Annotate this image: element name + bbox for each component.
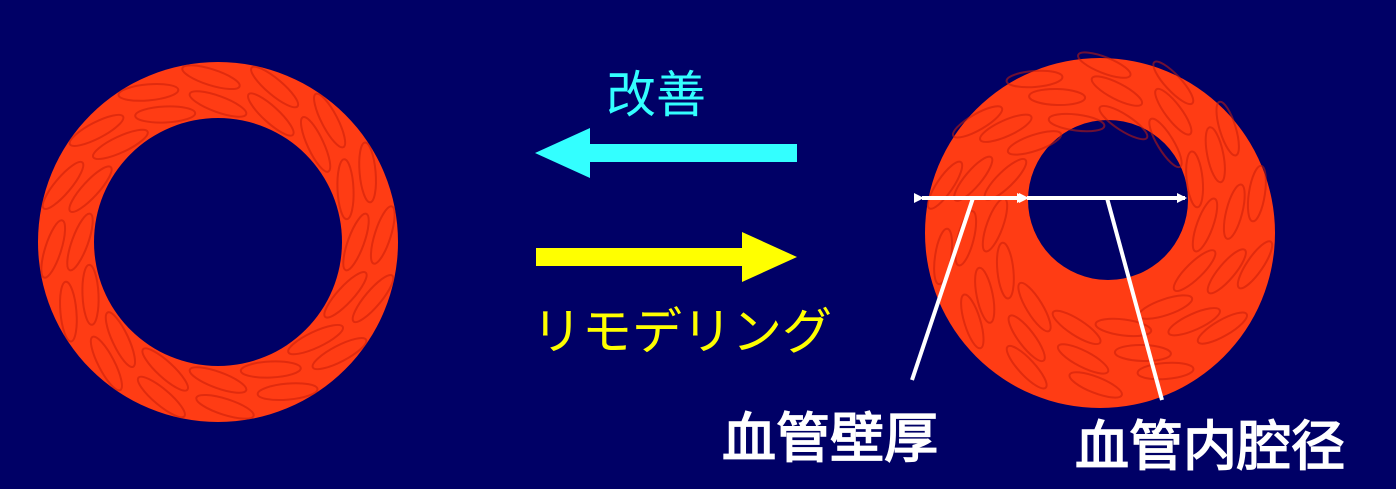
- remodeling-label: リモデリング: [532, 303, 832, 361]
- smooth-muscle-cell: [195, 393, 255, 420]
- lumen-diameter-label: 血管内腔径: [1075, 415, 1345, 478]
- smooth-muscle-cell: [1028, 87, 1087, 107]
- smooth-muscle-cell: [89, 335, 123, 392]
- smooth-muscle-cell: [141, 347, 189, 392]
- lumen-diameter-leader-line: [1105, 197, 1164, 401]
- smooth-muscle-cell: [1172, 249, 1217, 292]
- smooth-muscle-cell: [369, 205, 396, 265]
- smooth-muscle-cell: [342, 212, 370, 272]
- smooth-muscle-cell: [1167, 307, 1221, 337]
- improve-arrow-shaft: [580, 144, 797, 162]
- smooth-muscle-cell: [960, 293, 985, 350]
- smooth-muscle-cell: [1113, 343, 1172, 363]
- smooth-muscle-cell: [1246, 164, 1267, 223]
- smooth-muscle-cell: [247, 92, 295, 137]
- smooth-muscle-cell: [104, 311, 137, 368]
- smooth-muscle-cell: [323, 271, 368, 319]
- smooth-muscle-cell: [1191, 197, 1219, 253]
- smooth-muscle-cell: [134, 105, 197, 124]
- wall-thickness-leader-line: [910, 197, 975, 381]
- smooth-muscle-cell: [1007, 314, 1046, 363]
- smooth-muscle-cell: [358, 141, 377, 204]
- improve-label: 改善: [606, 66, 706, 124]
- smooth-muscle-cell: [1077, 51, 1132, 79]
- smooth-muscle-cell: [1148, 117, 1183, 169]
- smooth-muscle-cell: [1090, 75, 1144, 107]
- smooth-muscle-cell: [1154, 87, 1193, 136]
- smooth-muscle-cell: [1206, 248, 1247, 295]
- smooth-muscle-cell: [188, 90, 248, 118]
- smooth-muscle-cell: [239, 360, 302, 379]
- smooth-muscle-cell: [1006, 130, 1063, 156]
- smooth-muscle-cell: [974, 266, 996, 324]
- smooth-muscle-cell: [313, 92, 347, 149]
- smooth-muscle-cell: [1236, 240, 1274, 290]
- smooth-muscle-cell: [92, 128, 149, 161]
- smooth-muscle-cell: [188, 366, 248, 394]
- smooth-muscle-cell: [1047, 112, 1106, 133]
- smooth-muscle-cell: [181, 64, 241, 91]
- smooth-muscle-cell: [311, 337, 368, 371]
- improve-arrow: [535, 128, 797, 178]
- remodel-arrow: [536, 232, 797, 282]
- lumen-diameter-measure: [1019, 193, 1187, 401]
- smooth-muscle-cell: [66, 212, 94, 272]
- smooth-muscle-cell: [1094, 317, 1153, 338]
- smooth-muscle-cell: [1098, 104, 1149, 141]
- smooth-muscle-cell: [979, 113, 1033, 143]
- wall-thickness-measure: [910, 193, 1027, 381]
- smooth-muscle-cell: [250, 65, 300, 109]
- smooth-muscle-cell: [1051, 309, 1102, 346]
- smooth-muscle-cell: [117, 83, 180, 102]
- smooth-muscle-cell: [1204, 126, 1226, 184]
- smooth-muscle-cell: [336, 158, 355, 221]
- smooth-muscle-cell: [1005, 344, 1048, 390]
- smooth-muscle-cell: [1196, 311, 1248, 345]
- smooth-muscle-cell: [1005, 69, 1064, 89]
- smooth-muscle-cell: [256, 382, 319, 401]
- smooth-muscle-cell: [40, 219, 67, 279]
- smooth-muscle-cell: [1152, 60, 1195, 106]
- smooth-muscle-cell: [351, 274, 395, 324]
- remodeled-vessel: [925, 51, 1275, 408]
- normal-vessel: [38, 62, 398, 422]
- smooth-muscle-cell: [287, 323, 344, 356]
- smooth-muscle-cell: [1056, 343, 1110, 375]
- normal-vessel-lumen: [94, 118, 342, 366]
- smooth-muscle-cell: [1017, 281, 1052, 333]
- smooth-muscle-cell: [1215, 100, 1240, 157]
- smooth-muscle-cell: [41, 160, 85, 210]
- smooth-muscle-cell: [81, 263, 100, 326]
- smooth-muscle-cell: [68, 113, 125, 147]
- remodel-arrow-shaft: [536, 248, 746, 266]
- smooth-muscle-cell: [68, 165, 113, 213]
- smooth-muscle-cell: [136, 375, 186, 419]
- smooth-muscle-cell: [995, 241, 1015, 300]
- smooth-muscle-cell: [1185, 150, 1205, 209]
- smooth-muscle-cell: [954, 210, 978, 267]
- smooth-muscle-cell: [926, 160, 964, 210]
- smooth-muscle-cell: [952, 105, 1004, 139]
- normal-vessel-cells: [40, 64, 396, 420]
- wall-thickness-label: 血管壁厚: [722, 407, 938, 470]
- remodel-arrow-head: [742, 232, 797, 282]
- improve-arrow-head: [535, 128, 590, 178]
- smooth-muscle-cell: [1068, 371, 1123, 399]
- smooth-muscle-cell: [59, 280, 78, 343]
- smooth-muscle-cell: [299, 116, 332, 173]
- smooth-muscle-cell: [1136, 361, 1195, 381]
- smooth-muscle-cell: [1222, 183, 1246, 240]
